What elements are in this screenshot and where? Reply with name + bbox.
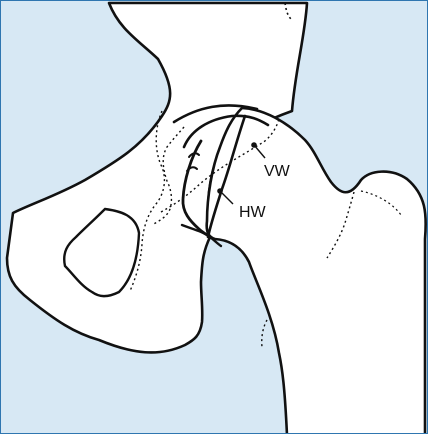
vw-label: VW bbox=[264, 163, 291, 180]
hw-label: HW bbox=[239, 204, 267, 221]
